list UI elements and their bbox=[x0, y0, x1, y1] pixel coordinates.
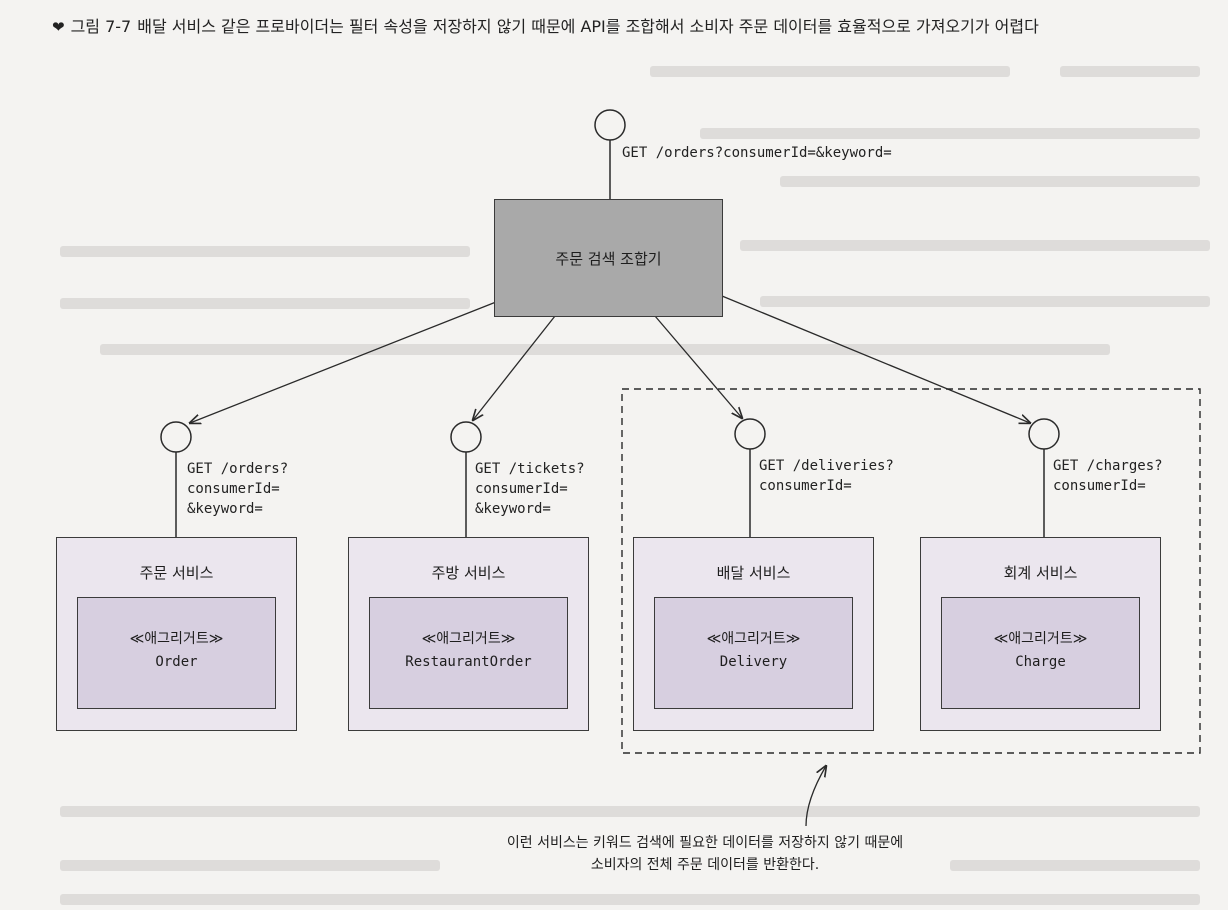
aggregate-stereotype: ≪애그리거트≫ bbox=[421, 631, 516, 647]
delivery-service-box: 배달 서비스 ≪애그리거트≫ Delivery bbox=[633, 537, 874, 731]
service-title: 회계 서비스 bbox=[1003, 564, 1078, 582]
background-text-line bbox=[60, 894, 1200, 905]
aggregate-box: ≪애그리거트≫ Order bbox=[77, 597, 276, 709]
background-text-line bbox=[650, 66, 1010, 77]
background-text-line bbox=[60, 298, 470, 309]
background-text-line bbox=[60, 246, 470, 257]
aggregate-box: ≪애그리거트≫ RestaurantOrder bbox=[369, 597, 568, 709]
aggregate-name: Order bbox=[155, 654, 198, 670]
aggregate-box: ≪애그리거트≫ Charge bbox=[941, 597, 1140, 709]
arrow-to-kitchen bbox=[473, 315, 556, 420]
arrow-to-order bbox=[190, 301, 497, 423]
provider-group-boundary bbox=[621, 388, 1201, 754]
figure-caption: ❤ 그림 7-7 배달 서비스 같은 프로바이더는 필터 속성을 저장하지 않기 때… bbox=[52, 14, 1172, 40]
background-text-line bbox=[950, 860, 1200, 871]
top-endpoint-label: GET /orders?consumerId=&keyword= bbox=[622, 145, 892, 161]
provider-note: 이런 서비스는 키워드 검색에 필요한 데이터를 저장하지 않기 때문에 소비자… bbox=[506, 835, 904, 873]
accounting-endpoint-label: GET /charges? consumerId= bbox=[1053, 458, 1163, 494]
delivery-interface-circle bbox=[734, 418, 766, 450]
background-text-line bbox=[780, 176, 1200, 187]
gateway-label: 주문 검색 조합기 bbox=[555, 249, 662, 268]
note-arrow bbox=[805, 766, 826, 827]
kitchen-interface-circle bbox=[450, 421, 482, 453]
background-text-line bbox=[100, 344, 1110, 355]
aggregate-stereotype: ≪애그리거트≫ bbox=[706, 631, 801, 647]
service-title: 주방 서비스 bbox=[431, 564, 506, 582]
background-text-line bbox=[760, 296, 1210, 307]
background-text-line bbox=[740, 240, 1210, 251]
aggregate-box: ≪애그리거트≫ Delivery bbox=[654, 597, 853, 709]
background-text-line bbox=[60, 860, 440, 871]
order-interface-circle bbox=[160, 421, 192, 453]
figure-number: 그림 7-7 bbox=[70, 17, 132, 36]
aggregate-stereotype: ≪애그리거트≫ bbox=[993, 631, 1088, 647]
background-text-line bbox=[700, 128, 1200, 139]
caption-text: 배달 서비스 같은 프로바이더는 필터 속성을 저장하지 않기 때문에 API를… bbox=[137, 17, 1039, 36]
delivery-endpoint-label: GET /deliveries? consumerId= bbox=[759, 458, 894, 494]
arrow-to-delivery bbox=[654, 315, 742, 418]
service-title: 주문 서비스 bbox=[139, 564, 214, 582]
aggregate-name: Charge bbox=[1015, 654, 1066, 670]
aggregate-name: RestaurantOrder bbox=[405, 654, 532, 670]
aggregate-name: Delivery bbox=[719, 654, 788, 670]
chevron-down-icon: ❤ bbox=[52, 18, 65, 36]
aggregate-stereotype: ≪애그리거트≫ bbox=[129, 631, 224, 647]
order-search-composer: 주문 검색 조합기 bbox=[494, 199, 723, 317]
kitchen-service-box: 주방 서비스 ≪애그리거트≫ RestaurantOrder bbox=[348, 537, 589, 731]
top-interface-circle bbox=[594, 109, 626, 141]
background-text-line bbox=[1060, 66, 1200, 77]
accounting-service-box: 회계 서비스 ≪애그리거트≫ Charge bbox=[920, 537, 1161, 731]
order-endpoint-label: GET /orders? consumerId= &keyword= bbox=[187, 461, 289, 517]
order-service-box: 주문 서비스 ≪애그리거트≫ Order bbox=[56, 537, 297, 731]
accounting-interface-circle bbox=[1028, 418, 1060, 450]
background-text-line bbox=[60, 806, 1200, 817]
service-title: 배달 서비스 bbox=[716, 564, 791, 582]
arrow-to-accounting bbox=[721, 295, 1030, 423]
kitchen-endpoint-label: GET /tickets? consumerId= &keyword= bbox=[475, 461, 585, 517]
